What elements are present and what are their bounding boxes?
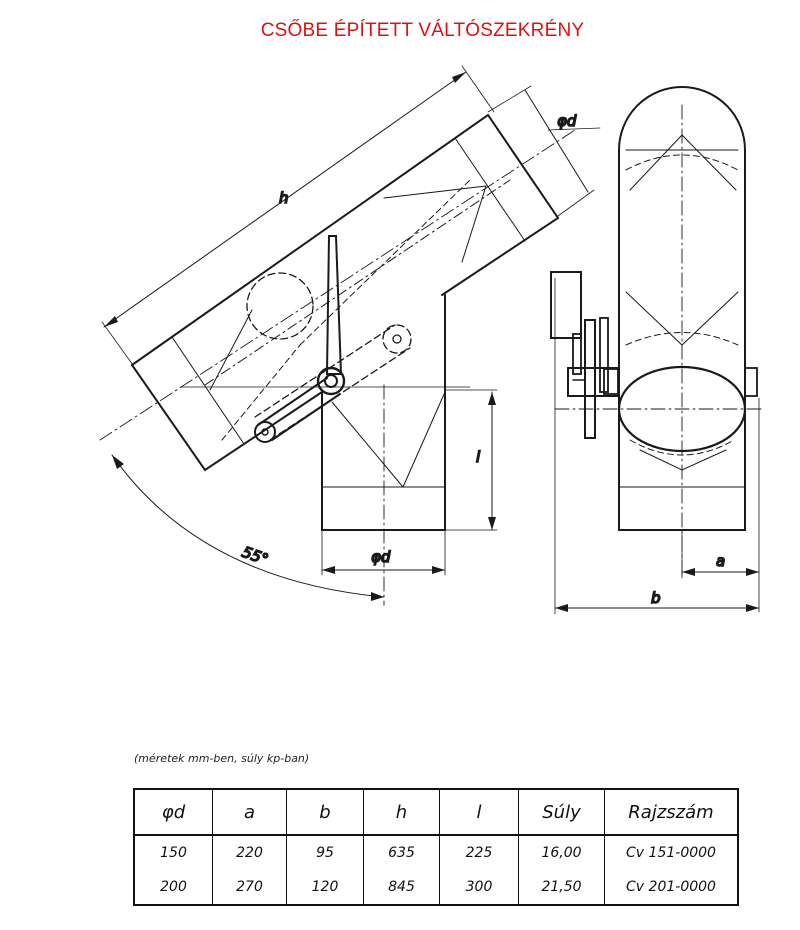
dim-label-h: h <box>279 189 289 207</box>
dim-label-a: a <box>716 552 725 570</box>
table-header-row: φd a b h l Súly Rajzszám <box>133 788 739 836</box>
pointer-handle <box>325 235 343 375</box>
pivot-hub <box>316 366 346 396</box>
actuator-box <box>550 271 582 339</box>
side-view: h φd l φd 55° <box>99 65 601 606</box>
dim-label-phi-d-bottom: φd <box>371 548 391 566</box>
front-pipe-outline <box>618 86 746 531</box>
cell-b: 120 <box>286 870 364 906</box>
front-view: a b <box>550 86 766 615</box>
page-title: CSŐBE ÉPÍTETT VÁLTÓSZEKRÉNY <box>260 20 585 41</box>
cell-phi-d: 200 <box>133 870 213 906</box>
cell-b: 95 <box>286 835 364 870</box>
inclined-pipe-outline <box>131 113 560 366</box>
dim-label-l: l <box>476 448 481 466</box>
col-header-b: b <box>286 788 364 836</box>
dim-label-b: b <box>651 589 661 607</box>
cell-drawing-number: Cv 201-0000 <box>604 870 739 906</box>
dim-label-angle: 55° <box>240 543 271 569</box>
cell-l: 225 <box>439 835 519 870</box>
col-header-a: a <box>212 788 287 836</box>
vertical-branch-outline <box>321 294 446 531</box>
cell-a: 270 <box>212 870 287 906</box>
table-row: 150 220 95 635 225 16,00 Cv 151-0000 <box>133 835 739 870</box>
spec-table: φd a b h l Súly Rajzszám 150 220 95 635 … <box>133 788 739 906</box>
cell-drawing-number: Cv 151-0000 <box>604 835 739 870</box>
cell-phi-d: 150 <box>133 835 213 870</box>
col-header-weight: Súly <box>518 788 605 836</box>
cell-l: 300 <box>439 870 519 906</box>
col-header-phi-d: φd <box>133 788 213 836</box>
cell-weight: 21,50 <box>518 870 605 906</box>
table-row: 200 270 120 845 300 21,50 Cv 201-0000 <box>133 870 739 906</box>
dim-label-phi-d-top: φd <box>557 112 577 130</box>
cell-h: 635 <box>363 835 440 870</box>
inclined-pipe-lower-edge <box>131 364 323 472</box>
cell-h: 845 <box>363 870 440 906</box>
col-header-drawing-number: Rajzszám <box>604 788 739 836</box>
units-note: (méretek mm-ben, súly kp-ban) <box>134 752 310 765</box>
col-header-l: l <box>439 788 519 836</box>
cell-weight: 16,00 <box>518 835 605 870</box>
col-header-h: h <box>363 788 440 836</box>
cell-a: 220 <box>212 835 287 870</box>
